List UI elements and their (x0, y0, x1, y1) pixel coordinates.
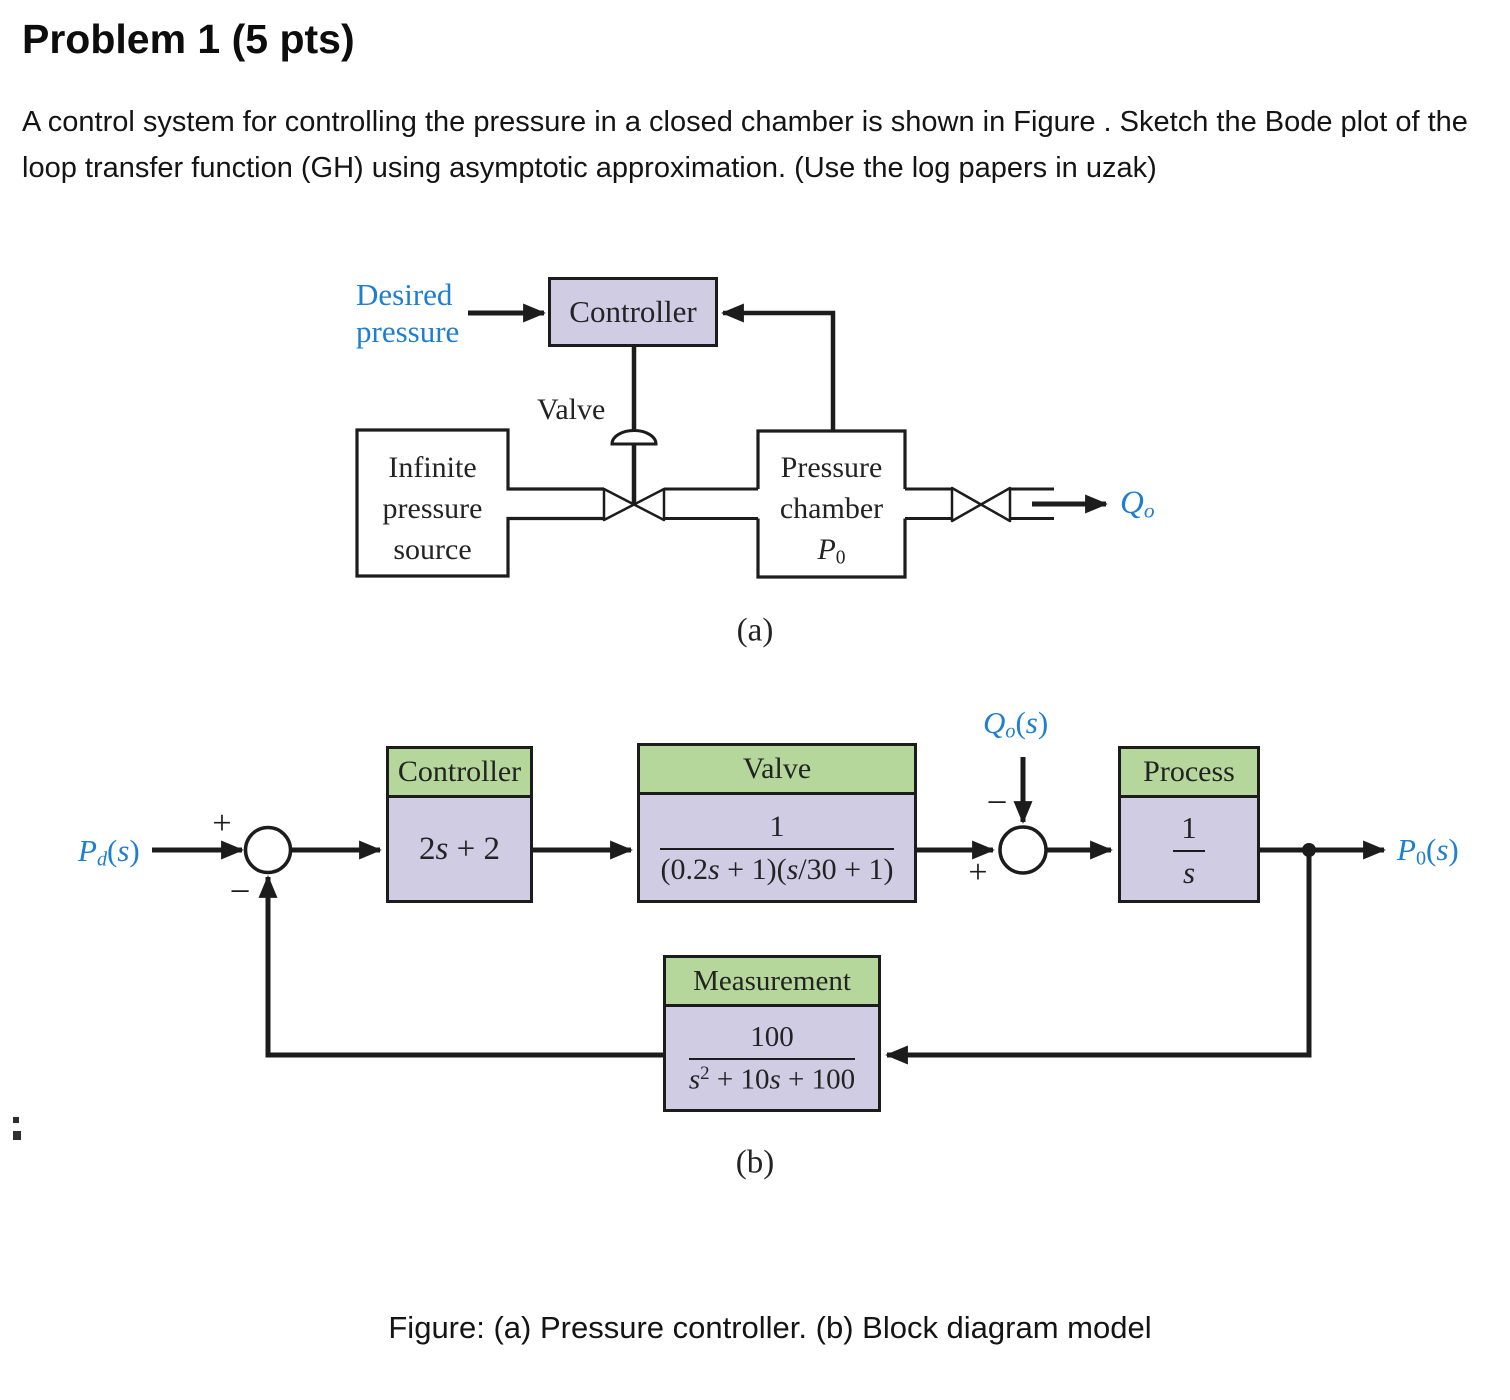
figure-caption: Figure: (a) Pressure controller. (b) Blo… (388, 1310, 1152, 1345)
source-line2: pressure (382, 492, 483, 525)
source-line3: source (393, 533, 472, 566)
controller-transfer-function: 2s + 2 (419, 830, 500, 867)
controller-block-header: Controller (389, 749, 530, 798)
sum2-plus-sign: + (968, 854, 988, 891)
source-line1: Infinite (388, 451, 477, 484)
measurement-tf-numerator: 100 (688, 1019, 856, 1061)
chamber-line1: Pressure (780, 451, 883, 484)
output-signal-label: P0(s) (1397, 832, 1459, 870)
pipe-valve-to-chamber (664, 487, 758, 520)
outflow-symbol: Qo (1120, 485, 1155, 523)
chamber-line2: chamber (779, 492, 884, 525)
valve-block-header: Valve (640, 746, 914, 795)
controller-block-body: 2s + 2 (389, 798, 530, 900)
diagram-b-lines (152, 757, 1386, 1065)
feedback-line-left (258, 875, 663, 1058)
valve-label-a: Valve (537, 393, 606, 426)
valve-block-body: 1 (0.2s + 1)(s/30 + 1) (640, 795, 914, 900)
process-tf-numerator: 1 (1173, 808, 1205, 852)
pipe-chamber-to-outlet (905, 487, 952, 520)
sum1-plus-sign: + (212, 805, 232, 842)
valve-bowtie-left (602, 487, 636, 522)
controller-block: Controller 2s + 2 (386, 746, 533, 903)
problem-statement: A control system for controlling the pre… (22, 106, 1468, 184)
measurement-block: Measurement 100 s2 + 10s + 100 (663, 955, 881, 1112)
pressure-source-label: Infinite pressure source (357, 447, 508, 570)
desired-pressure-line1: Desired (356, 277, 453, 312)
process-tf-denominator: s (1182, 854, 1196, 890)
stray-mark (13, 1117, 19, 1123)
process-block: Process 1 s (1118, 746, 1260, 903)
valve-actuator-dome (610, 429, 658, 446)
valve-tf-numerator: 1 (660, 808, 894, 850)
disturbance-signal-label: Qo(s) (983, 705, 1049, 743)
diagram-a-lines (355, 303, 1108, 579)
pressure-chamber-label: Pressure chamber P0 (758, 447, 905, 578)
controller-box-a-label: Controller (569, 294, 697, 329)
summing-junction-2 (998, 825, 1048, 875)
outlet-pipe (1010, 487, 1054, 520)
page-title: Problem 1 (5 pts) (22, 16, 355, 62)
measurement-tf-denominator: s2 + 10s + 100 (688, 1063, 856, 1096)
valve-block: Valve 1 (0.2s + 1)(s/30 + 1) (637, 743, 917, 903)
controller-box-a: Controller (548, 277, 718, 347)
outlet-valve-bowtie-right (979, 486, 1012, 523)
outlet-valve-bowtie-left (950, 486, 983, 523)
feedback-line-right (885, 850, 1312, 1065)
process-transfer-function: 1 s (1173, 808, 1205, 890)
subfigure-a-label: (a) (736, 612, 774, 649)
valve-tf-denominator: (0.2s + 1)(s/30 + 1) (660, 853, 894, 886)
stray-mark (13, 1131, 21, 1140)
sum1-minus-sign: − (229, 871, 251, 913)
valve-bowtie-right (632, 487, 666, 522)
valve-transfer-function: 1 (0.2s + 1)(s/30 + 1) (660, 808, 894, 888)
measurement-block-header: Measurement (666, 958, 878, 1007)
subfigure-b-label: (b) (735, 1144, 775, 1181)
sum2-minus-sign: − (986, 782, 1008, 824)
chamber-to-controller-feedback-line (721, 303, 836, 431)
chamber-pressure-symbol: P0 (817, 533, 846, 569)
process-block-body: 1 s (1121, 798, 1257, 900)
summing-junction-1 (243, 825, 293, 875)
pressure-chamber-outline (756, 429, 907, 579)
measurement-transfer-function: 100 s2 + 10s + 100 (688, 1019, 856, 1097)
process-block-header: Process (1121, 749, 1257, 798)
input-signal-label: Pd(s) (78, 833, 140, 871)
desired-pressure-line2: pressure (356, 314, 460, 349)
pressure-source-outline (355, 428, 604, 578)
measurement-block-body: 100 s2 + 10s + 100 (666, 1007, 878, 1109)
desired-pressure-label: Desired pressure (356, 276, 459, 350)
